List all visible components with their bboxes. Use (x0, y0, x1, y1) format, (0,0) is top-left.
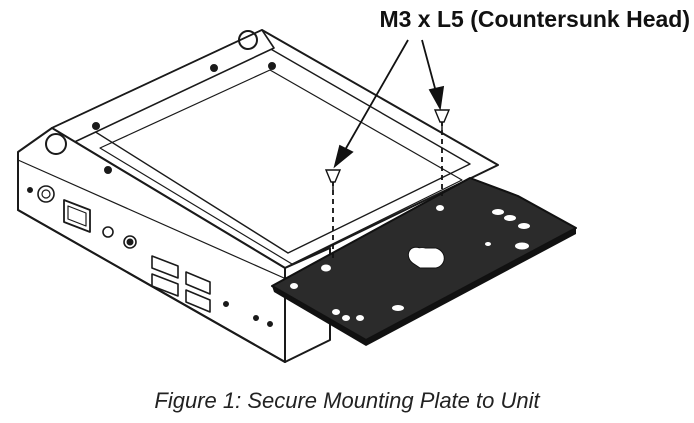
corner-hole (45, 133, 67, 155)
screw (324, 109, 451, 190)
plate-slot (321, 264, 331, 272)
mounting-plate (271, 177, 577, 346)
figure-caption: Figure 1: Secure Mounting Plate to Unit (154, 388, 540, 413)
audio-jack (123, 235, 137, 249)
plate-slot (356, 315, 364, 321)
plate-slot (332, 309, 340, 315)
ethernet-port (63, 199, 91, 233)
plate-slot (436, 205, 444, 211)
plate-slot (492, 209, 504, 215)
plate-slot (515, 242, 529, 250)
corner-hole (238, 30, 258, 50)
corner-hole (92, 122, 100, 130)
usb-port (185, 271, 211, 295)
plate-slot (290, 283, 298, 289)
corner-hole (268, 62, 276, 70)
power-button (37, 185, 55, 203)
corner-hole (104, 166, 112, 174)
plate-slot (485, 242, 491, 246)
unit-top-panel (99, 69, 463, 265)
plate-slot (342, 315, 350, 321)
usb-port (185, 289, 211, 313)
plate-slot (518, 223, 530, 229)
audio-jack (102, 226, 114, 238)
usb-port (151, 255, 179, 279)
screw-callout-label: M3 x L5 (Countersunk Head) (379, 6, 690, 32)
corner-hole (210, 64, 218, 72)
usb-port (151, 273, 179, 297)
plate-slot (504, 215, 516, 221)
plate-slot (392, 305, 404, 311)
